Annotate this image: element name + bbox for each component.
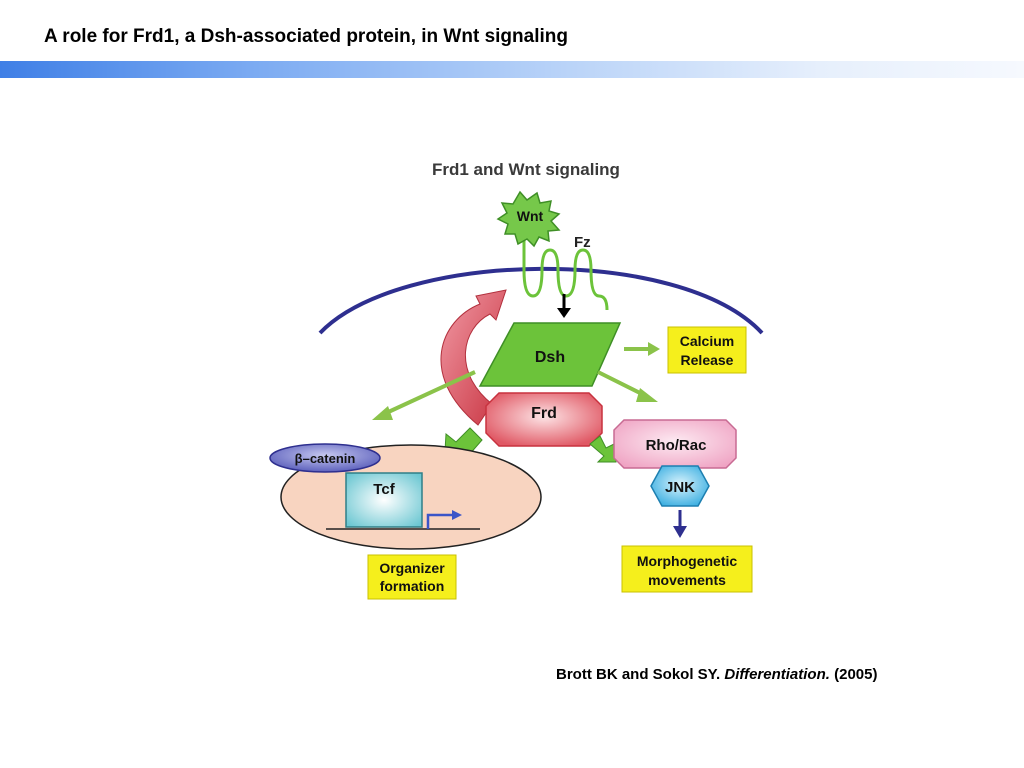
citation-authors: Brott BK and Sokol SY.: [556, 666, 721, 683]
feedback-curved-arrow: [440, 289, 507, 426]
wnt-label: Wnt: [517, 208, 544, 224]
dsh-label: Dsh: [535, 349, 565, 366]
dsh-node: [478, 322, 622, 387]
dsh-calcium-arrowhead: [648, 342, 660, 356]
fz-label: Fz: [574, 234, 591, 251]
beta-catenin-label: β–catenin: [295, 451, 356, 466]
organizer-formation-box: [367, 554, 457, 600]
cell-membrane: [318, 266, 764, 335]
title-gradient-bar: [0, 61, 1024, 78]
wnt-star: [496, 190, 561, 248]
calcium-release-box: [667, 326, 747, 374]
jnk-morpho-arrowhead: [673, 526, 687, 538]
rho-rac-node: [613, 419, 737, 469]
morpho-label-line1: Morphogenetic: [637, 553, 738, 569]
calcium-label-line2: Release: [681, 352, 734, 368]
tcf-label: Tcf: [373, 481, 395, 498]
dsh-rho-arrowhead: [636, 388, 658, 402]
calcium-label-line1: Calcium: [680, 333, 734, 349]
transcription-start-arrow: [426, 513, 452, 529]
fz-dsh-arrowhead: [557, 308, 571, 318]
dsh-rho-arrow-line: [597, 370, 647, 398]
dsh-left-arrowhead: [372, 406, 393, 420]
transcription-arrowhead: [452, 510, 462, 520]
citation: Brott BK and Sokol SY. Differentiation. …: [556, 666, 877, 683]
citation-year: (2005): [834, 666, 878, 683]
organizer-label-line2: formation: [380, 578, 445, 594]
fz-receptor: [522, 236, 609, 311]
slide-title: A role for Frd1, a Dsh-associated protei…: [44, 26, 568, 47]
beta-catenin-node: [269, 443, 381, 473]
frd-label: Frd: [531, 405, 557, 422]
diagram-title: Frd1 and Wnt signaling: [432, 160, 620, 179]
tcf-node: [345, 472, 423, 528]
frd-node: [485, 392, 603, 447]
jnk-node: [650, 465, 710, 507]
rho-rac-label: Rho/Rac: [646, 437, 707, 454]
morpho-label-line2: movements: [648, 572, 726, 588]
morphogenetic-movements-box: [621, 545, 753, 593]
organizer-label-line1: Organizer: [379, 560, 445, 576]
dsh-left-arrow-line: [383, 370, 476, 416]
jnk-label: JNK: [665, 479, 695, 496]
citation-journal: Differentiation.: [724, 666, 830, 683]
